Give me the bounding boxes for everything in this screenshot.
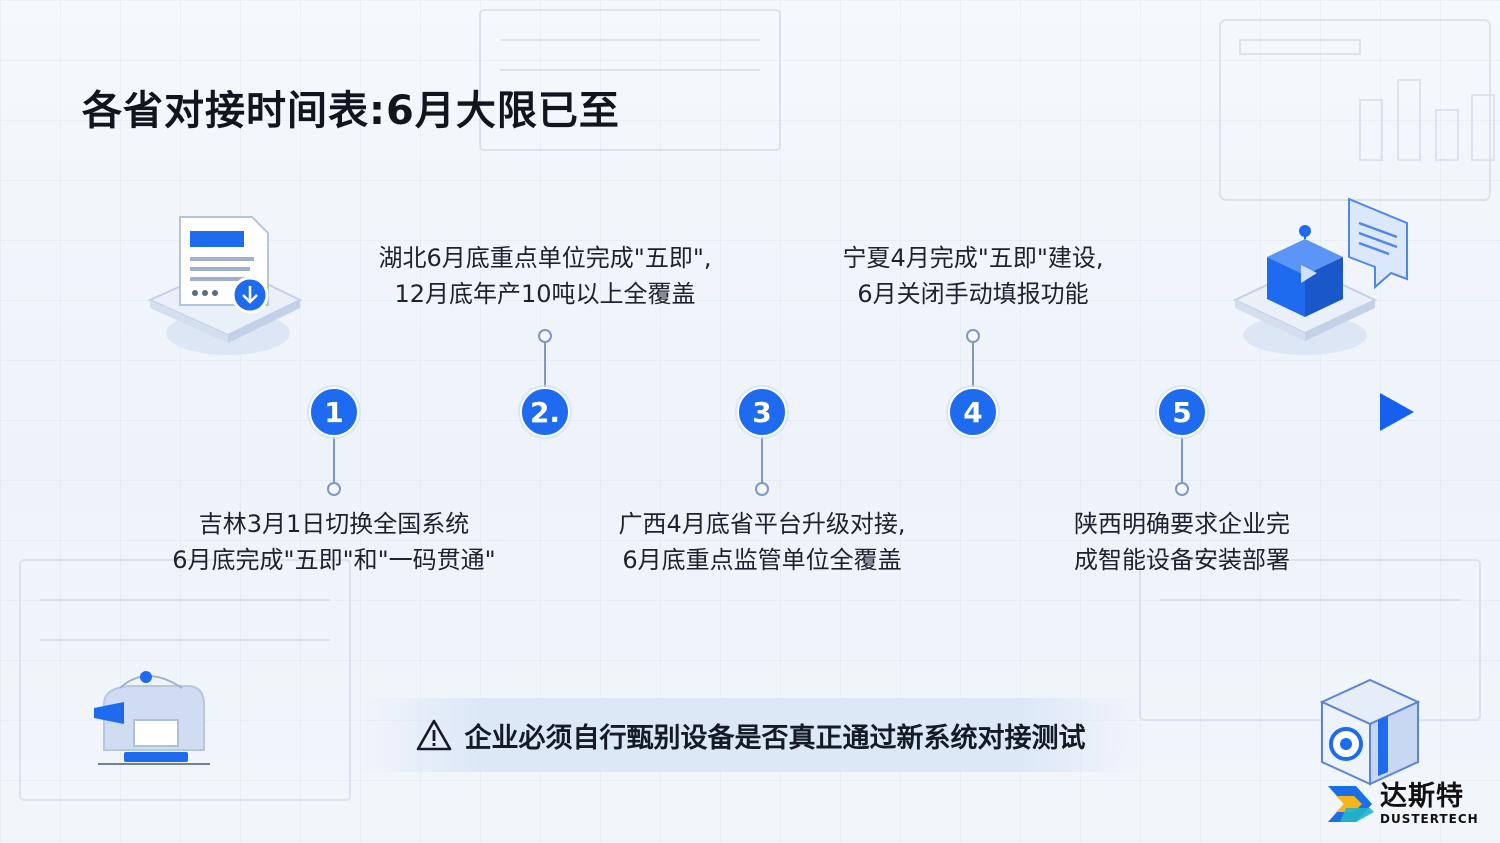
timeline-label-line: 吉林3月1日切换全国系统 bbox=[198, 510, 470, 538]
timeline-connector-dot-5 bbox=[1175, 482, 1189, 496]
timeline-node-3 bbox=[737, 387, 787, 437]
timeline-connector-dot-3 bbox=[755, 482, 769, 496]
cube-chat-icon bbox=[1232, 197, 1408, 355]
timeline-label-line: 成智能设备安装部署 bbox=[1074, 546, 1290, 574]
timeline-label-line: 6月底完成"五即"和"一码贯通" bbox=[172, 546, 496, 574]
timeline-label-line: 湖北6月底重点单位完成"五即", bbox=[378, 244, 712, 272]
logo-mark-icon bbox=[1328, 786, 1374, 822]
timeline-label-line: 6月关闭手动填报功能 bbox=[857, 280, 1089, 308]
timeline-node-number-3: 3 bbox=[752, 396, 771, 429]
timeline-connector-dot-2 bbox=[538, 329, 552, 343]
timeline-label-2: 湖北6月底重点单位完成"五即", 12月底年产10吨以上全覆盖 bbox=[379, 240, 712, 312]
timeline-node-2 bbox=[520, 387, 570, 437]
warning-text: 企业必须自行甄别设备是否真正通过新系统对接测试 bbox=[464, 722, 1086, 754]
timeline-label-1: 吉林3月1日切换全国系统 6月底完成"五即"和"一码贯通" bbox=[172, 506, 495, 578]
timeline-node-number-2: 2. bbox=[530, 396, 560, 429]
timeline-connector-dot-1 bbox=[327, 482, 341, 496]
timeline-label-line: 6月底重点监管单位全覆盖 bbox=[622, 546, 902, 574]
timeline-node-4 bbox=[948, 387, 998, 437]
timeline-label-4: 宁夏4月完成"五即"建设, 6月关闭手动填报功能 bbox=[843, 240, 1104, 312]
brand-logo: 达斯特 DUSTERTECH bbox=[1326, 782, 1479, 826]
timeline-arrowhead bbox=[1380, 393, 1414, 431]
warning-triangle-icon bbox=[416, 719, 451, 751]
timeline-node-1 bbox=[309, 387, 359, 437]
timeline-node-number-4: 4 bbox=[963, 396, 982, 429]
timeline-label-line: 12月底年产10吨以上全覆盖 bbox=[394, 280, 696, 308]
timeline-label-line: 广西4月底省平台升级对接, bbox=[618, 510, 906, 538]
camera-cube-icon bbox=[1319, 678, 1421, 786]
timeline-node-5 bbox=[1157, 387, 1207, 437]
device-icon bbox=[94, 671, 210, 765]
timeline-label-5: 陕西明确要求企业完 成智能设备安装部署 bbox=[1074, 506, 1290, 578]
timeline-node-number-5: 5 bbox=[1172, 396, 1191, 429]
logo-name-cn: 达斯特 bbox=[1380, 781, 1464, 812]
timeline-label-line: 宁夏4月完成"五即"建设, bbox=[842, 244, 1104, 272]
logo-name-en: DUSTERTECH bbox=[1380, 812, 1479, 826]
document-download-icon bbox=[147, 216, 303, 355]
timeline-connector-dot-4 bbox=[966, 329, 980, 343]
timeline-label-line: 陕西明确要求企业完 bbox=[1074, 510, 1290, 538]
timeline-label-3: 广西4月底省平台升级对接, 6月底重点监管单位全覆盖 bbox=[619, 506, 906, 578]
page-title: 各省对接时间表:6月大限已至 bbox=[82, 88, 620, 134]
warning-banner: 企业必须自行甄别设备是否真正通过新系统对接测试 bbox=[360, 698, 1140, 772]
timeline-node-number-1: 1 bbox=[324, 396, 343, 429]
